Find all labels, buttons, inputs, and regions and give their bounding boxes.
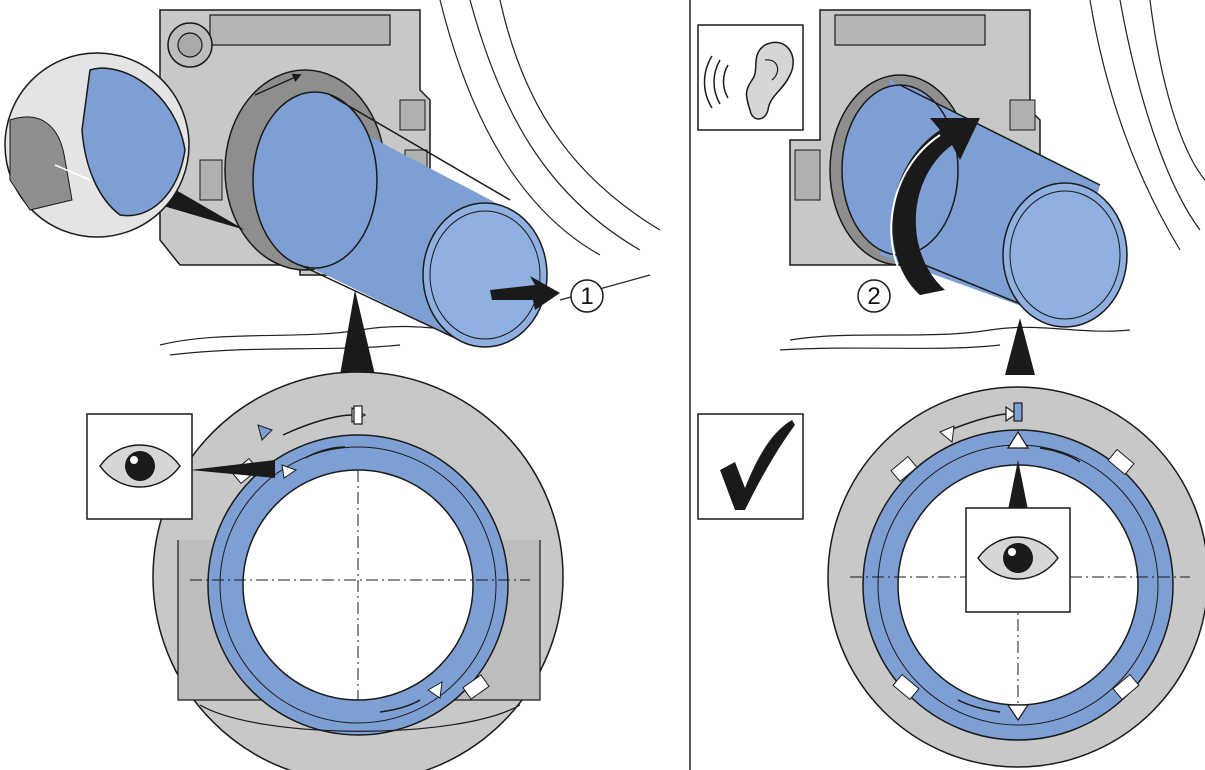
step-1-badge [570, 279, 604, 313]
right-callout-pointer [1005, 318, 1035, 375]
left-ring-detail [152, 371, 564, 770]
push-arrow [490, 276, 560, 310]
ear-icon [703, 41, 794, 120]
step-2-number: 2 [867, 283, 880, 310]
eye-icon [99, 444, 181, 488]
eye-icon [977, 536, 1059, 580]
left-panel-step-1: 1 [4, 0, 661, 770]
right-eye-box [965, 460, 1071, 613]
right-background-lines [779, 0, 1205, 351]
checkmark-box [697, 413, 804, 520]
checkmark-icon [720, 420, 795, 510]
left-callout-pointer [340, 290, 375, 375]
step-1-number: 1 [580, 283, 593, 310]
left-filter-cylinder [252, 91, 548, 348]
ear-box [697, 24, 804, 131]
left-eye-box [86, 413, 275, 520]
right-panel-step-2: 2 [697, 0, 1205, 768]
rotate-arrow [890, 118, 980, 295]
magnifier-detail [4, 52, 245, 238]
step-2-badge [857, 279, 891, 313]
